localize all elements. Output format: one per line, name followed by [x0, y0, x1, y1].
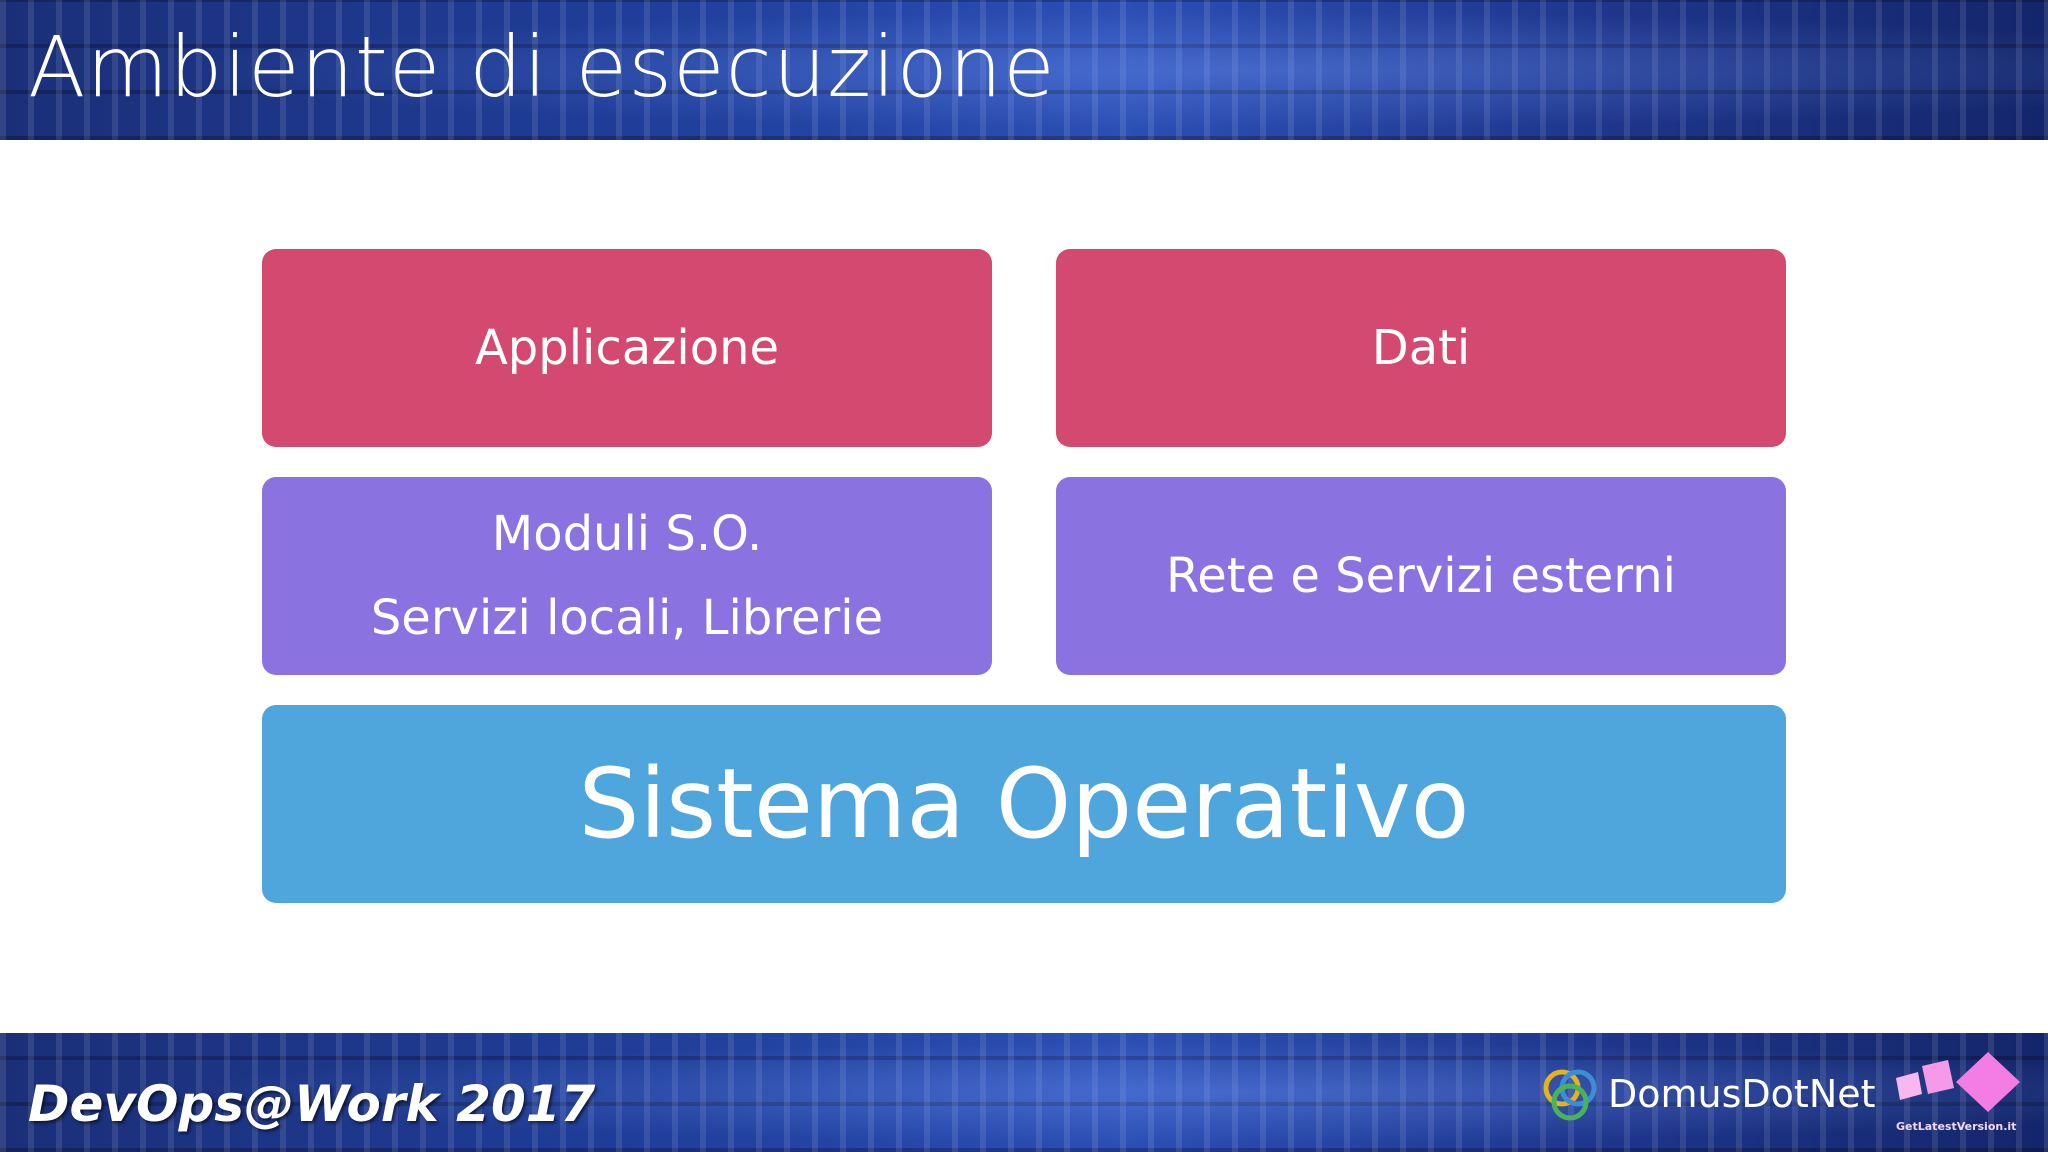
- dati-label: Dati: [1371, 320, 1471, 376]
- sistema-operativo-label: Sistema Operativo: [578, 748, 1470, 860]
- sistema-operativo-box: Sistema Operativo: [262, 705, 1786, 903]
- domusdotnet-logo: DomusDotNet: [1538, 1062, 1876, 1126]
- dati-box: Dati: [1056, 249, 1786, 447]
- header-band: [0, 0, 2048, 140]
- event-logo: DevOps@Work 2017: [28, 1075, 596, 1133]
- rings-icon: [1543, 1069, 1597, 1121]
- domusdotnet-label: DomusDotNet: [1608, 1072, 1876, 1116]
- diamonds-icon: [1896, 1052, 2020, 1112]
- applicazione-box: Applicazione: [262, 249, 992, 447]
- applicazione-label: Applicazione: [474, 320, 780, 376]
- moduli-box: Moduli S.O. Servizi locali, Librerie: [262, 477, 992, 675]
- rete-label: Rete e Servizi esterni: [1166, 548, 1676, 604]
- servizi-locali-label: Servizi locali, Librerie: [370, 590, 884, 646]
- footer-band: [0, 1033, 2048, 1152]
- getlatestversion-logo: GetLatestVersion.it: [1892, 1042, 2032, 1142]
- rete-box: Rete e Servizi esterni: [1056, 477, 1786, 675]
- slide-title: Ambiente di esecuzione: [28, 18, 1056, 116]
- moduli-label: Moduli S.O.: [491, 506, 763, 562]
- getlatestversion-label: GetLatestVersion.it: [1896, 1120, 2017, 1133]
